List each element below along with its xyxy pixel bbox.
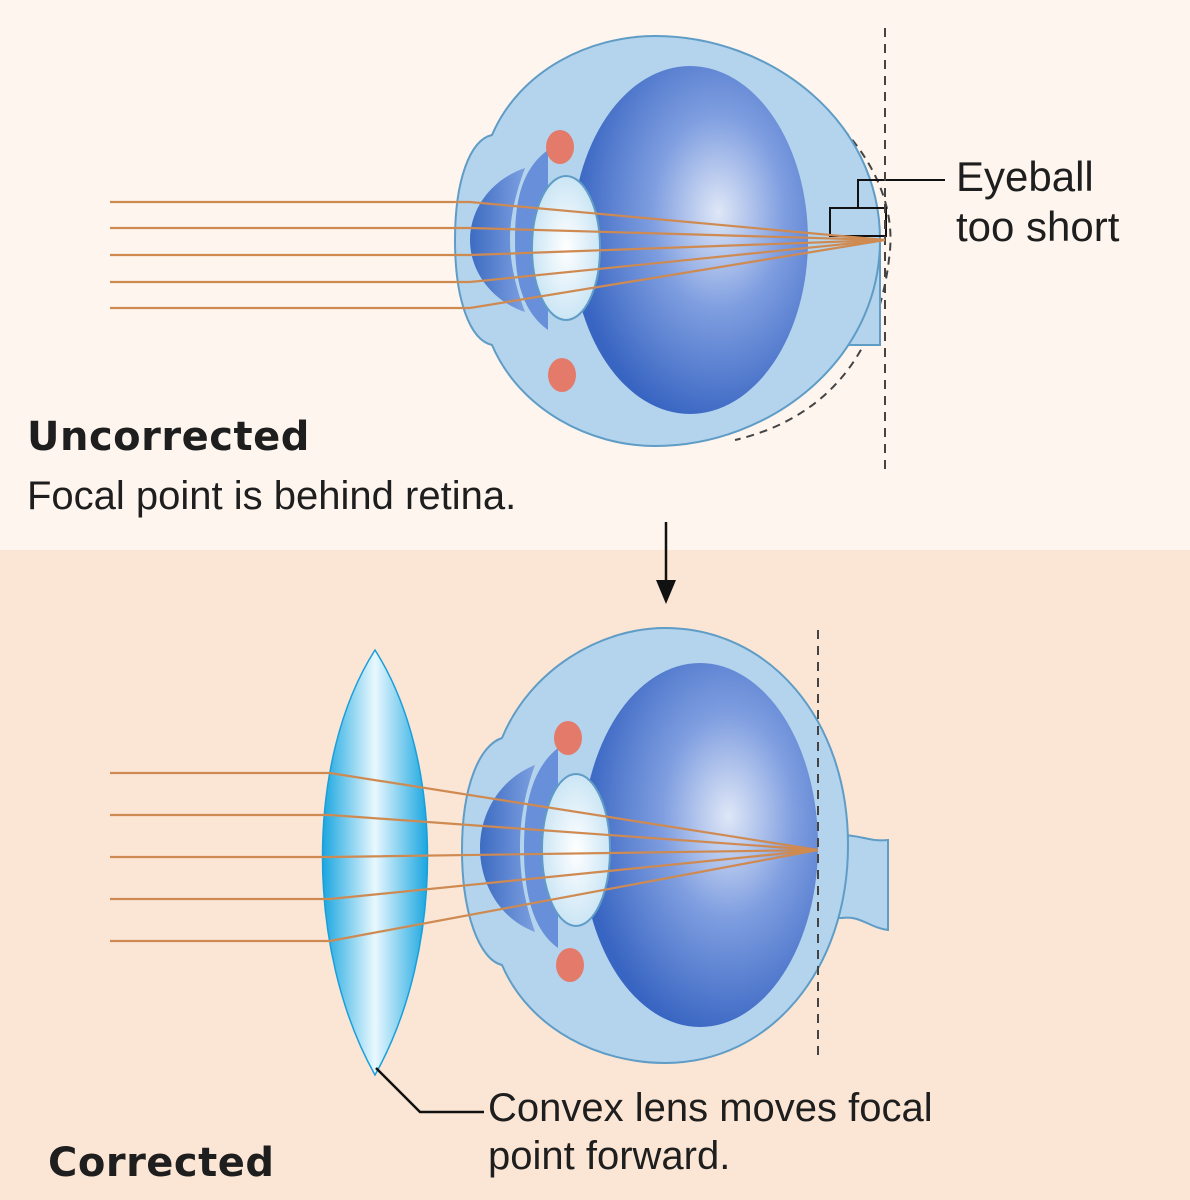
corrected-caption-line-1: Convex lens moves focal — [488, 1086, 933, 1130]
eye-lens — [541, 773, 611, 927]
corrected-eye — [460, 626, 889, 1065]
corrected-caption: Convex lens moves focal point forward. — [488, 1084, 933, 1180]
light-ray — [110, 238, 886, 284]
light-ray — [110, 238, 886, 310]
light-ray — [110, 771, 819, 852]
lens-callout-leader — [375, 1067, 484, 1114]
corrected-title: Corrected — [48, 1140, 275, 1186]
vitreous-body — [572, 66, 808, 414]
callout-line-2: too short — [956, 203, 1120, 250]
light-ray — [110, 200, 886, 242]
iris-left — [480, 765, 535, 932]
callout-line-1: Eyeball — [956, 153, 1094, 200]
light-ray — [110, 848, 819, 901]
light-ray — [110, 226, 886, 242]
corrected-caption-line-2: point forward. — [488, 1134, 731, 1178]
uncorrected-title: Uncorrected — [27, 414, 310, 460]
light-ray — [110, 848, 819, 943]
ciliary-muscle-top — [554, 721, 582, 755]
ciliary-muscle-bottom — [556, 948, 584, 982]
callout-leader — [857, 179, 945, 208]
callout-eyeball-too-short: Eyeball too short — [956, 152, 1119, 252]
eye-lens — [531, 175, 601, 321]
vitreous-body — [582, 663, 818, 1027]
corrected-light-rays — [110, 771, 819, 943]
light-ray — [110, 813, 819, 852]
uncorrected-caption: Focal point is behind retina. — [27, 474, 517, 518]
convex-corrective-lens — [321, 648, 429, 1077]
light-ray — [110, 848, 819, 859]
ciliary-muscle-bottom — [548, 358, 576, 392]
ciliary-muscle-top — [546, 130, 574, 164]
arrow-head — [656, 580, 676, 604]
light-ray — [110, 238, 886, 257]
uncorrected-light-rays — [110, 200, 886, 310]
